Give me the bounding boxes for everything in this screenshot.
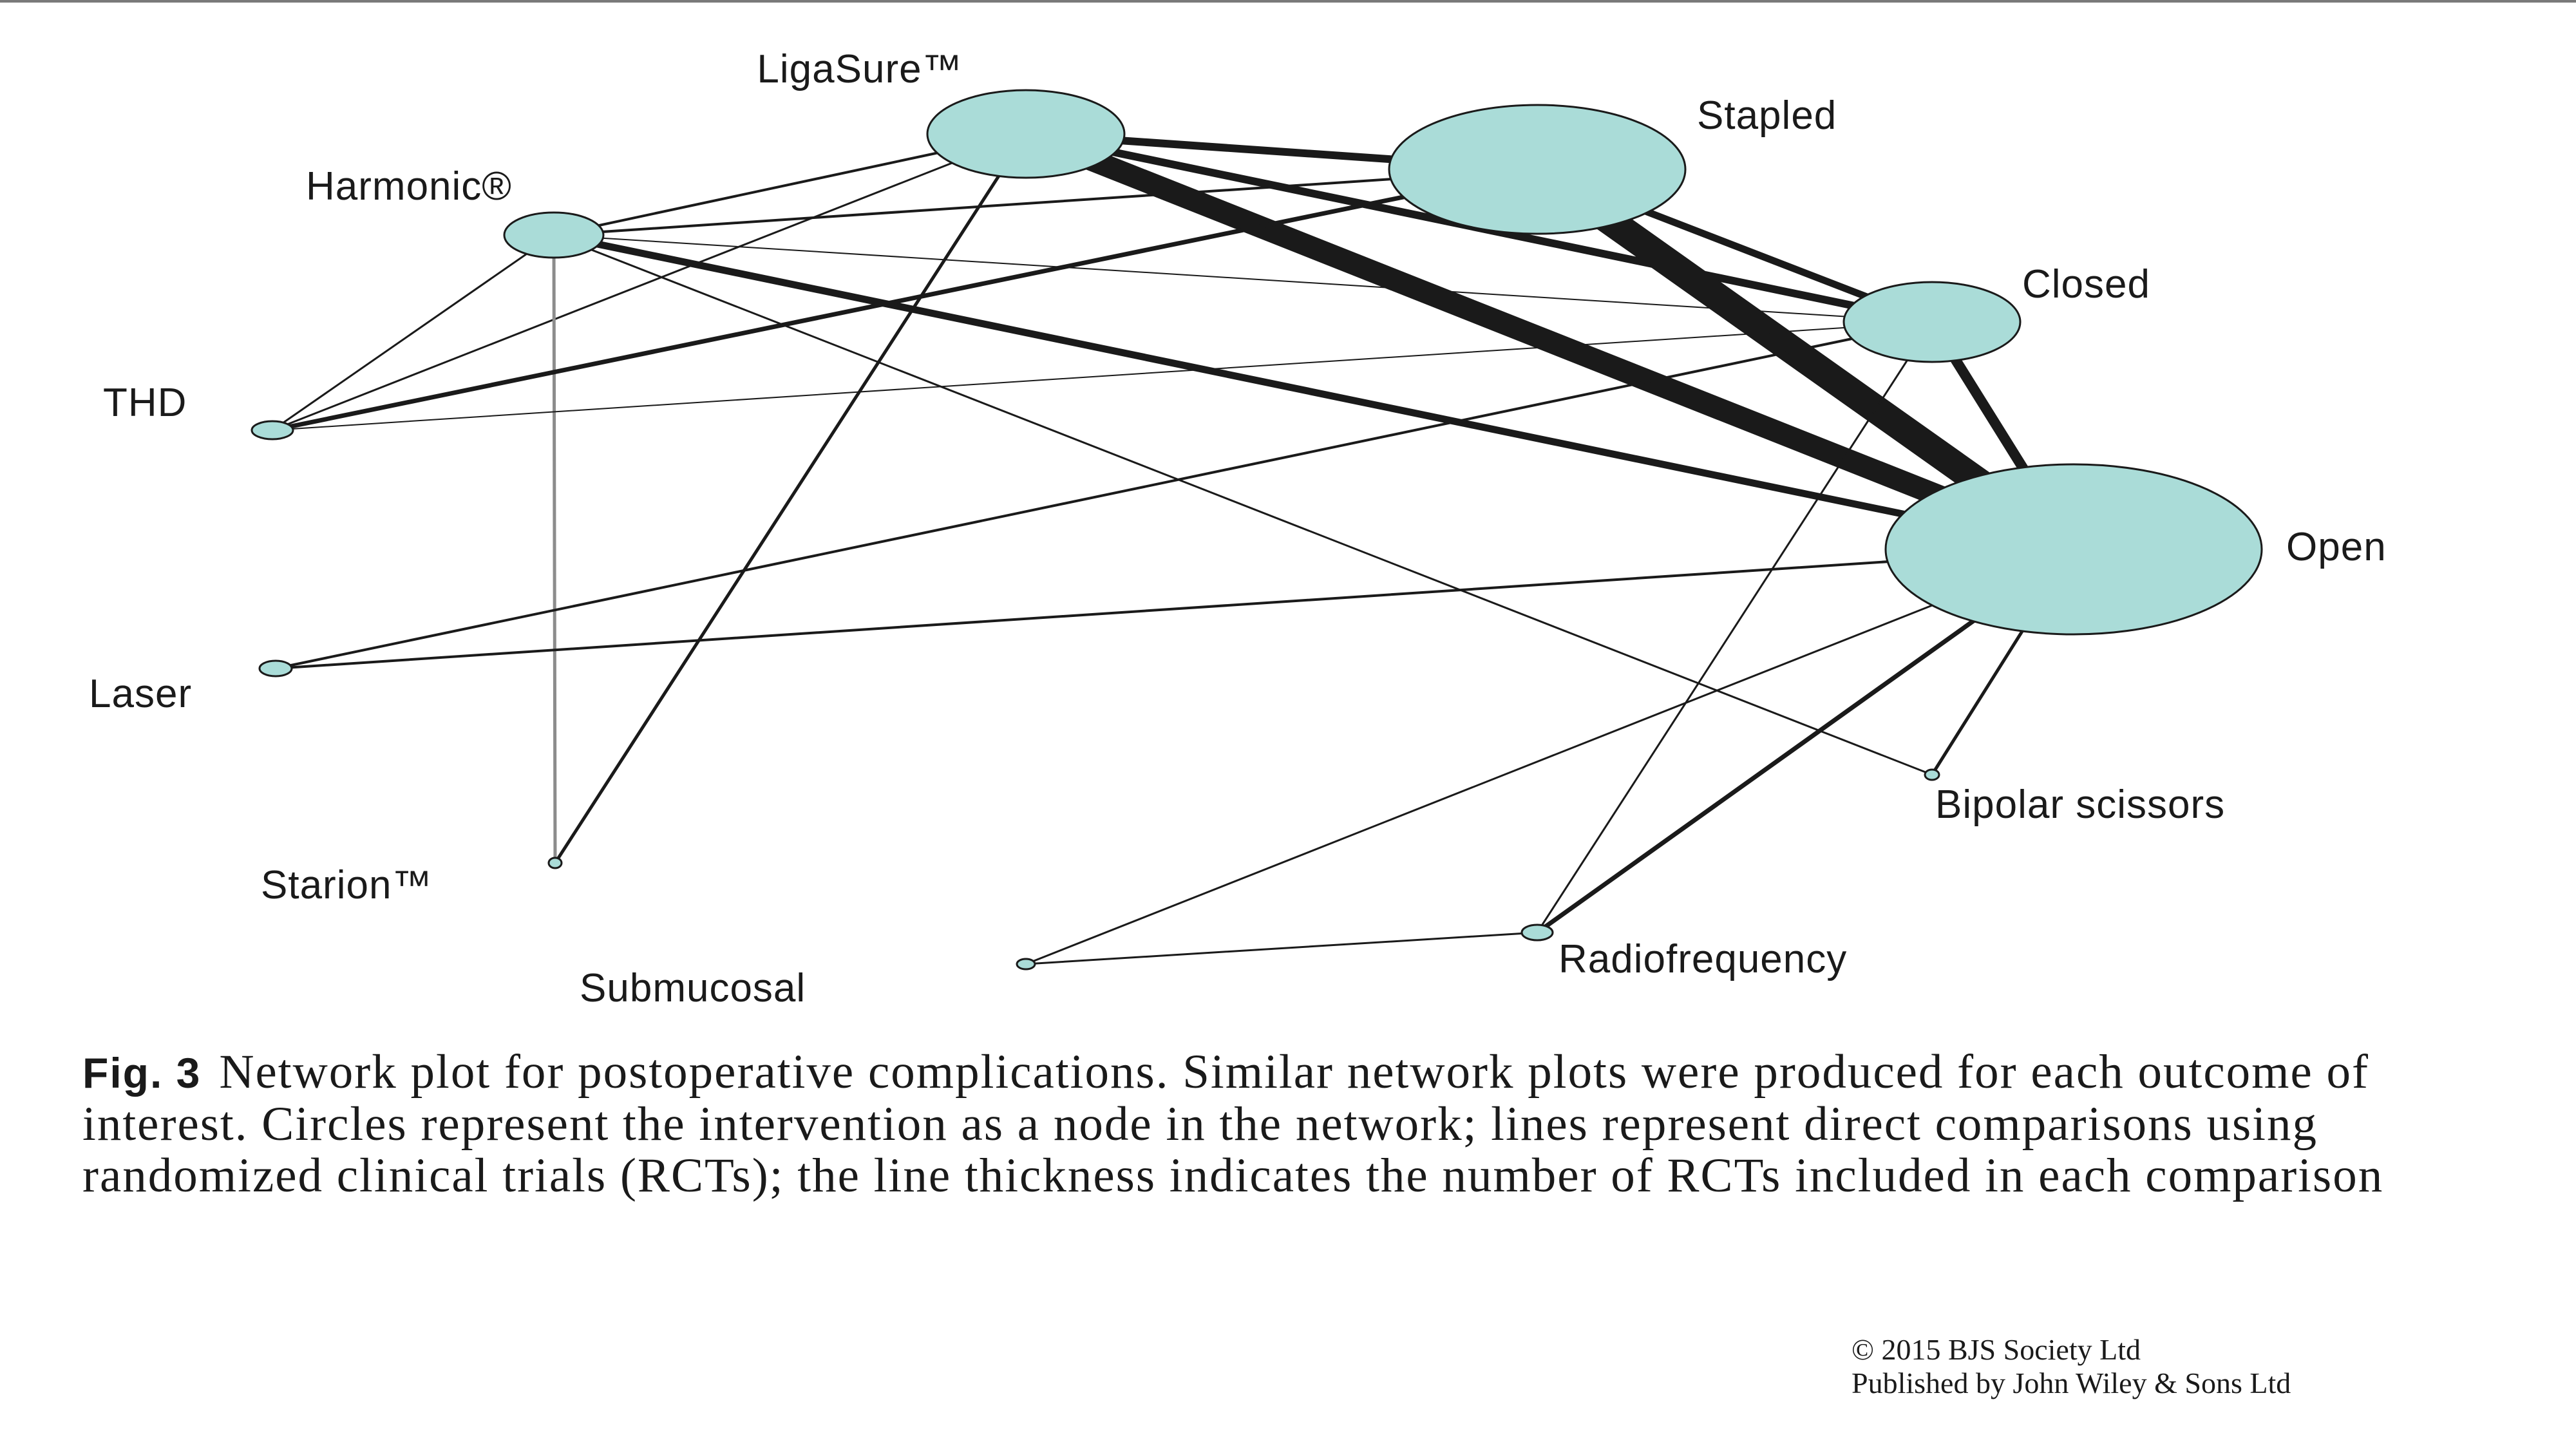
top-rule [0, 0, 2576, 3]
node-open [1884, 463, 2263, 636]
edge-harmonic-open [550, 231, 2078, 553]
node-label-laser: Laser [89, 672, 192, 716]
node-label-closed: Closed [2022, 262, 2150, 307]
edge-harmonic-stapled [553, 168, 1539, 236]
edge-ligasure-thd [271, 133, 1027, 431]
node-label-ligasure: LigaSure™ [757, 47, 962, 91]
node-label-harmonic: Harmonic® [306, 164, 512, 209]
node-label-bipolar: Bipolar scissors [1935, 782, 2225, 827]
node-label-radiofrequency: Radiofrequency [1558, 937, 1847, 981]
caption-figure-label: Fig. 3 [82, 1049, 202, 1097]
edge-ligasure-open [1015, 123, 2085, 560]
edge-ligasure-starion [553, 132, 1028, 865]
node-label-starion: Starion™ [261, 863, 432, 907]
node-bipolar [1924, 768, 1940, 781]
caption-text: Network plot for postoperative complicat… [82, 1045, 2384, 1202]
node-radiofrequency [1520, 923, 1554, 942]
node-harmonic [503, 211, 605, 259]
node-laser [258, 659, 293, 677]
node-closed [1842, 281, 2022, 363]
edge-open-submucosal [1025, 548, 2075, 965]
edge-harmonic-thd [271, 234, 555, 431]
nodes-layer [251, 89, 2263, 971]
node-stapled [1388, 104, 1687, 235]
edge-stapled-thd [270, 167, 1540, 433]
node-label-submucosal: Submucosal [580, 966, 806, 1010]
node-ligasure [926, 89, 1126, 179]
edge-harmonic-closed [553, 234, 1933, 323]
node-submucosal [1016, 958, 1036, 971]
edge-open-laser [274, 548, 2075, 670]
edge-closed-thd [272, 321, 1933, 431]
copyright-notice: © 2015 BJS Society Ltd Published by John… [1852, 1333, 2291, 1400]
node-label-thd: THD [103, 381, 187, 425]
node-label-open: Open [2286, 525, 2387, 569]
edge-closed-radiofrequency [1536, 321, 1933, 934]
copyright-line-2: Published by John Wiley & Sons Ltd [1852, 1367, 2291, 1399]
edges-layer [270, 123, 2088, 965]
edge-radiofrequency-submucosal [1025, 931, 1539, 965]
node-starion [547, 857, 563, 869]
edge-closed-laser [274, 321, 1933, 670]
edge-harmonic-starion [552, 233, 557, 865]
node-thd [251, 420, 294, 440]
copyright-line-1: © 2015 BJS Society Ltd [1852, 1333, 2141, 1366]
node-label-stapled: Stapled [1697, 93, 1837, 138]
